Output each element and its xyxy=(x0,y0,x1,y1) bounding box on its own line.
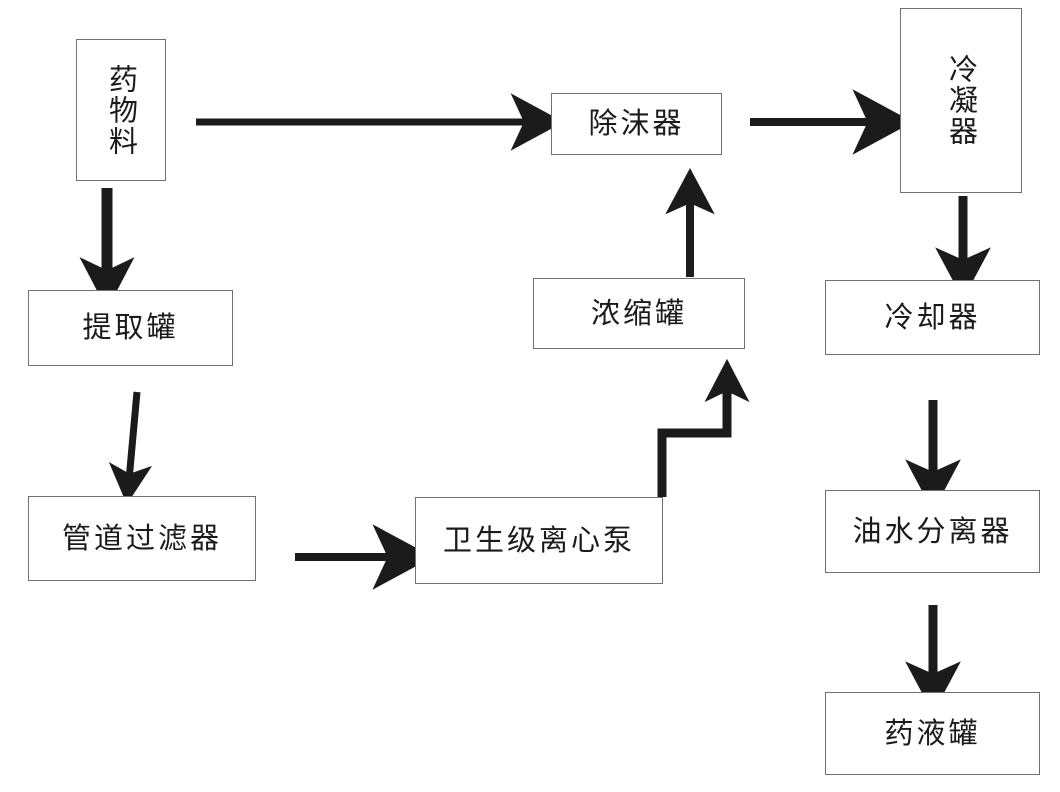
node-oil-water-separator[interactable]: 油水分离器 xyxy=(825,490,1040,573)
node-raw-material[interactable]: 药物料 xyxy=(76,39,166,181)
node-oil-water-separator-label: 油水分离器 xyxy=(852,513,1013,548)
node-condenser[interactable]: 冷凝器 xyxy=(900,8,1022,193)
node-extraction-tank-label: 提取罐 xyxy=(82,310,179,345)
node-liquid-tank[interactable]: 药液罐 xyxy=(825,692,1040,775)
node-centrifugal-pump-label: 卫生级离心泵 xyxy=(442,522,635,557)
node-cooler[interactable]: 冷却器 xyxy=(825,280,1040,355)
node-extraction-tank[interactable]: 提取罐 xyxy=(28,290,233,366)
node-liquid-tank-label: 药液罐 xyxy=(884,715,981,750)
node-cooler-label: 冷却器 xyxy=(884,299,981,334)
node-centrifugal-pump[interactable]: 卫生级离心泵 xyxy=(415,497,663,584)
node-condenser-label: 冷凝器 xyxy=(944,54,979,147)
node-defoamer[interactable]: 除沫器 xyxy=(551,93,722,155)
node-pipe-filter[interactable]: 管道过滤器 xyxy=(28,496,256,581)
node-concentrator-label: 浓缩罐 xyxy=(590,295,687,330)
node-defoamer-label: 除沫器 xyxy=(588,106,685,141)
node-raw-material-label: 药物料 xyxy=(104,63,139,157)
node-pipe-filter-label: 管道过滤器 xyxy=(61,520,222,555)
edge-pump-to-concentrator xyxy=(657,358,750,497)
edge-extraction-to-filter xyxy=(108,391,153,505)
node-concentrator[interactable]: 浓缩罐 xyxy=(533,278,745,349)
